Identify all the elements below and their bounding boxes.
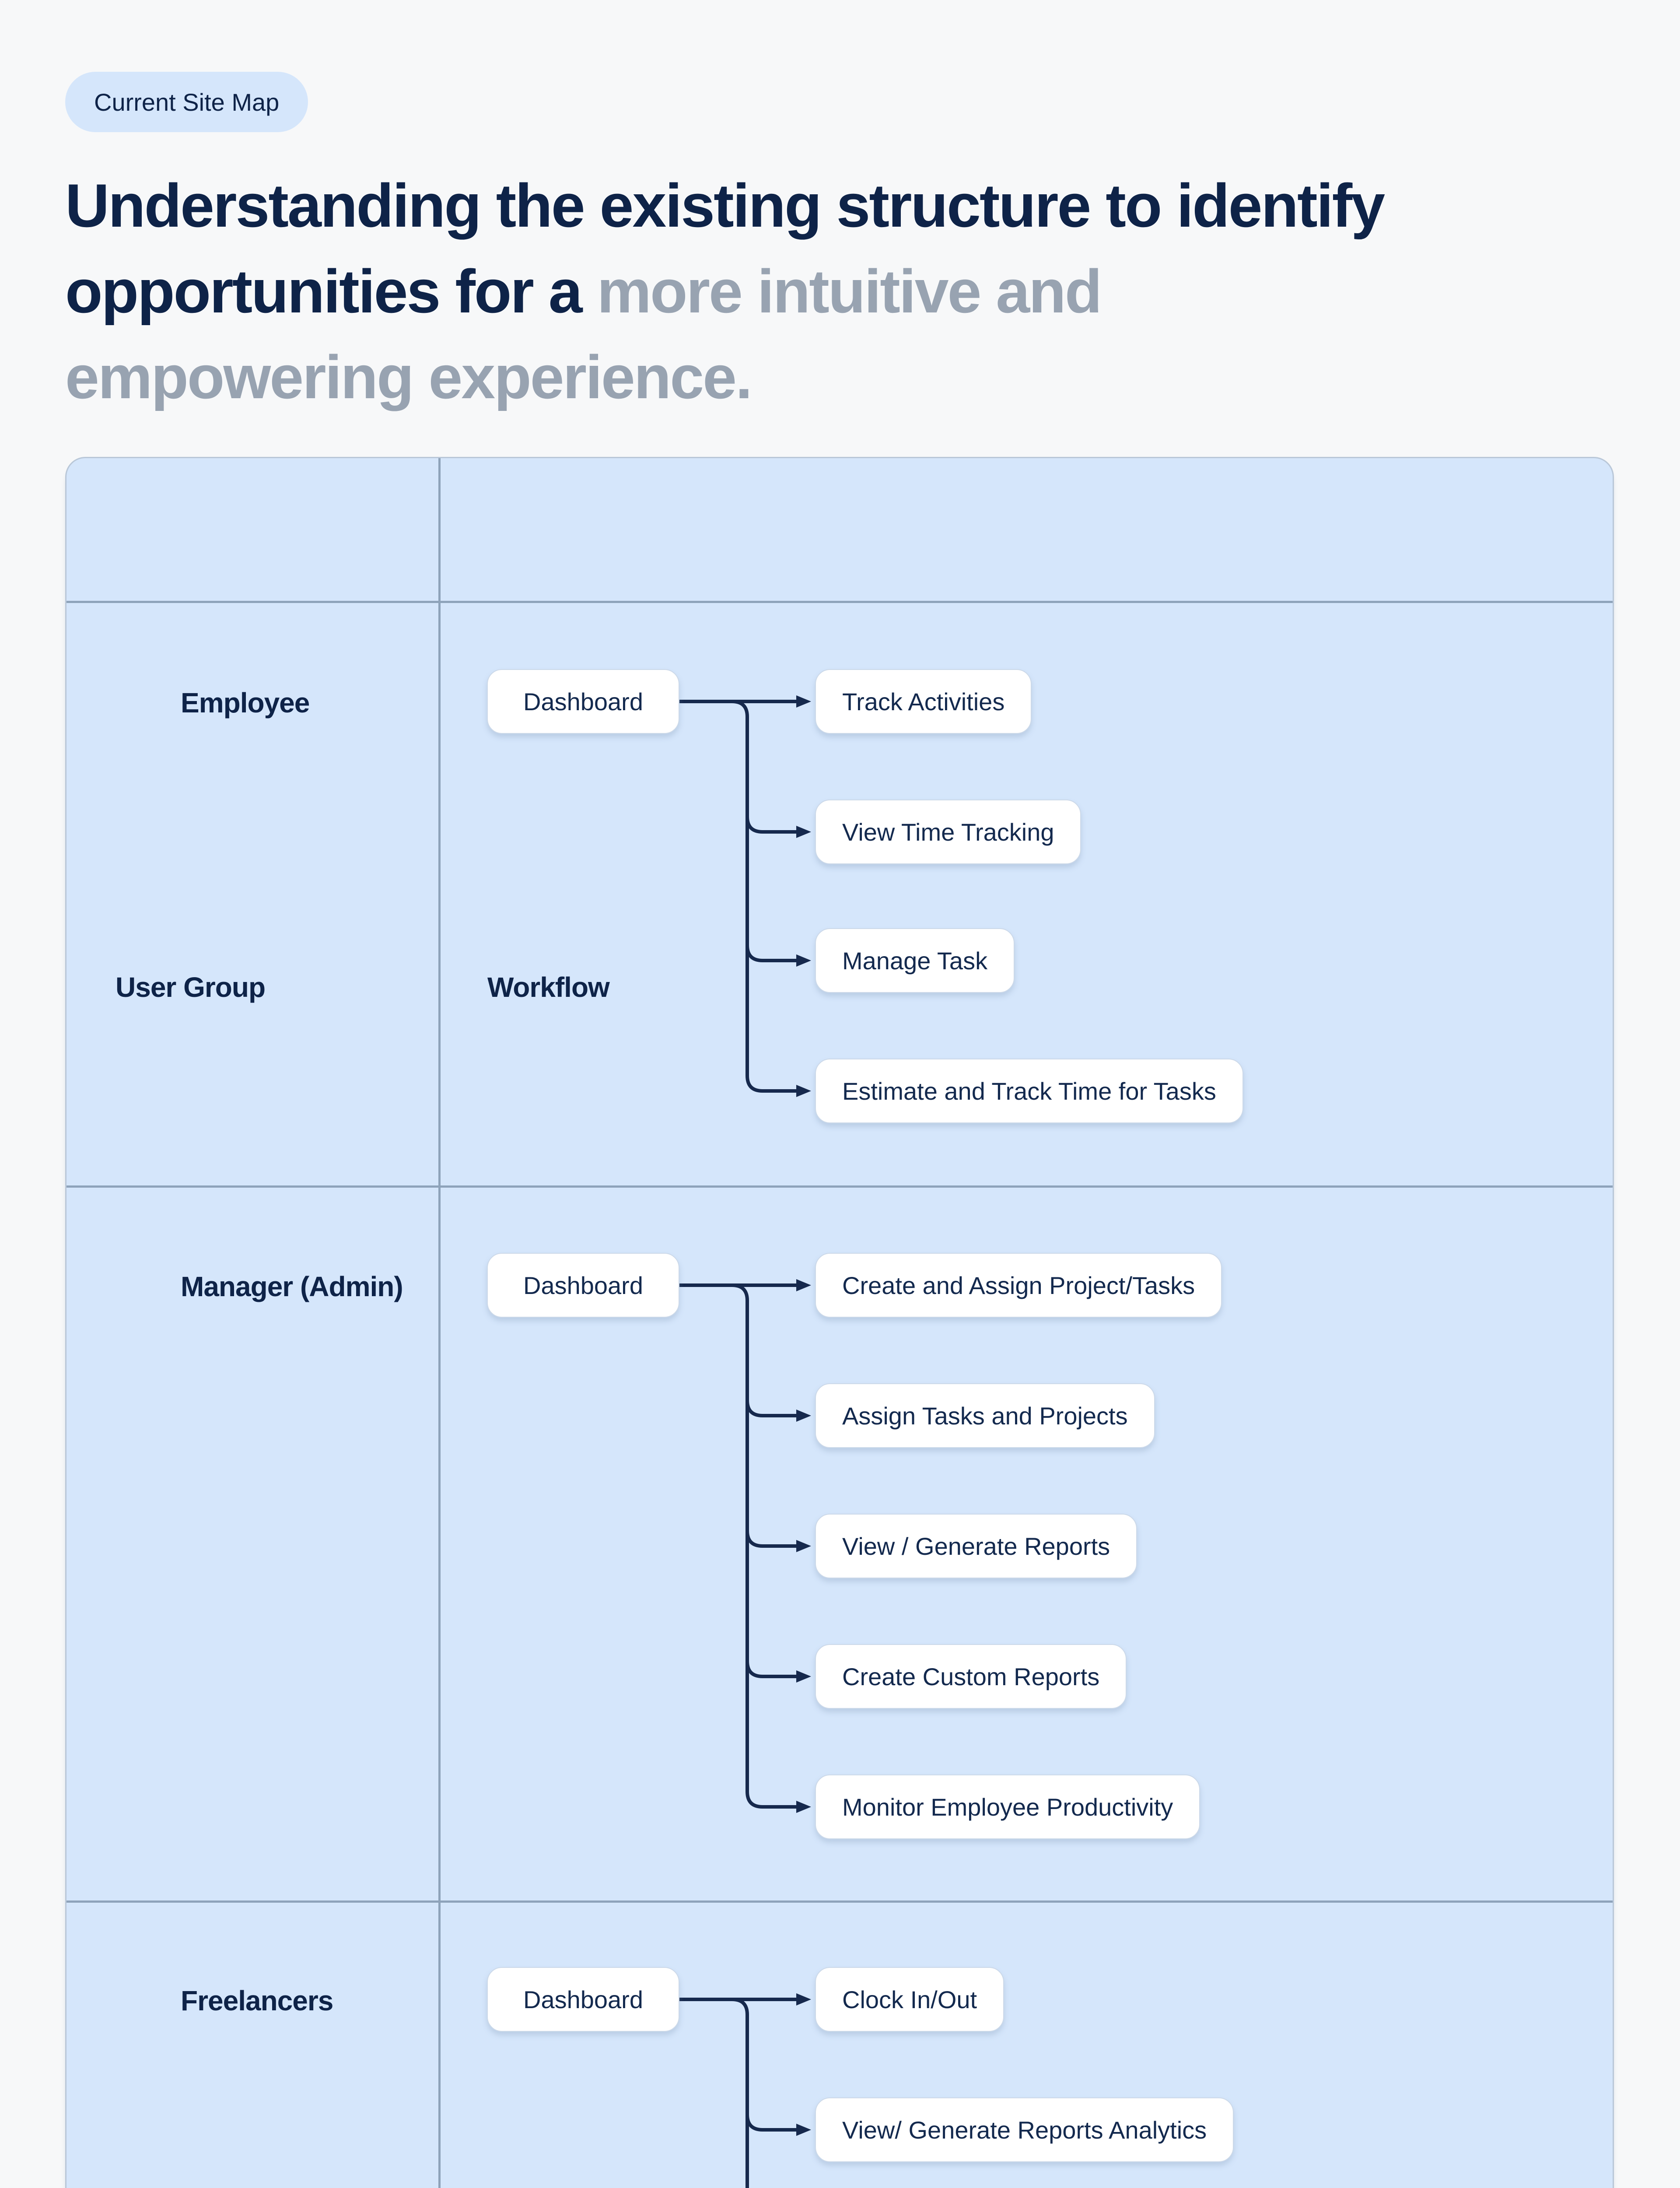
row-label-manager-admin: Manager (Admin) <box>181 1271 403 1302</box>
badge: Current Site Map <box>65 72 308 132</box>
workflow-node-view-time-tracking: View Time Tracking <box>815 799 1082 864</box>
page-title-line-3: empowering experience. <box>65 343 752 411</box>
page-title-line-1: Understanding the existing structure to … <box>65 171 1385 240</box>
workflow-node-view-generate-reports: View / Generate Reports <box>815 1514 1138 1578</box>
page-title-line-2-gray: more intuitive and <box>597 257 1102 326</box>
workflow-node-track-activities: Track Activities <box>815 669 1032 734</box>
column-divider <box>438 458 441 2188</box>
page-title: Understanding the existing structure to … <box>65 163 1640 420</box>
dashboard-node-freelancers: Dashboard <box>487 1967 679 2032</box>
badge-label: Current Site Map <box>94 88 280 116</box>
row-label-freelancers: Freelancers <box>181 1985 333 2016</box>
dashboard-node-manager: Dashboard <box>487 1253 679 1318</box>
dashboard-node-employee: Dashboard <box>487 669 679 734</box>
workflow-node-view-generate-reports-analytics: View/ Generate Reports Analytics <box>815 2097 1234 2162</box>
workflow-node-manage-task: Manage Task <box>815 928 1015 993</box>
workflow-node-assign-tasks-projects: Assign Tasks and Projects <box>815 1383 1155 1448</box>
workflow-node-clock-in-out: Clock In/Out <box>815 1967 1004 2032</box>
row-label-employee: Employee <box>181 687 310 719</box>
sitemap-table: User Group Workflow Employee Manager (Ad… <box>65 457 1614 2188</box>
workflow-node-create-custom-reports: Create Custom Reports <box>815 1644 1127 1709</box>
page-title-line-2-dark: opportunities for a <box>65 257 597 326</box>
column-header-user-group: User Group <box>116 971 266 1003</box>
row-divider-manager-freelancers <box>66 1900 1613 1903</box>
header-divider <box>66 601 1613 603</box>
workflow-node-create-assign-project-tasks: Create and Assign Project/Tasks <box>815 1253 1222 1318</box>
row-divider-employee-manager <box>66 1185 1613 1188</box>
column-header-workflow: Workflow <box>487 971 610 1003</box>
workflow-node-estimate-track-time: Estimate and Track Time for Tasks <box>815 1059 1243 1123</box>
page-title-line-2: opportunities for a more intuitive and <box>65 249 1640 334</box>
workflow-node-monitor-employee-productivity: Monitor Employee Productivity <box>815 1774 1200 1839</box>
